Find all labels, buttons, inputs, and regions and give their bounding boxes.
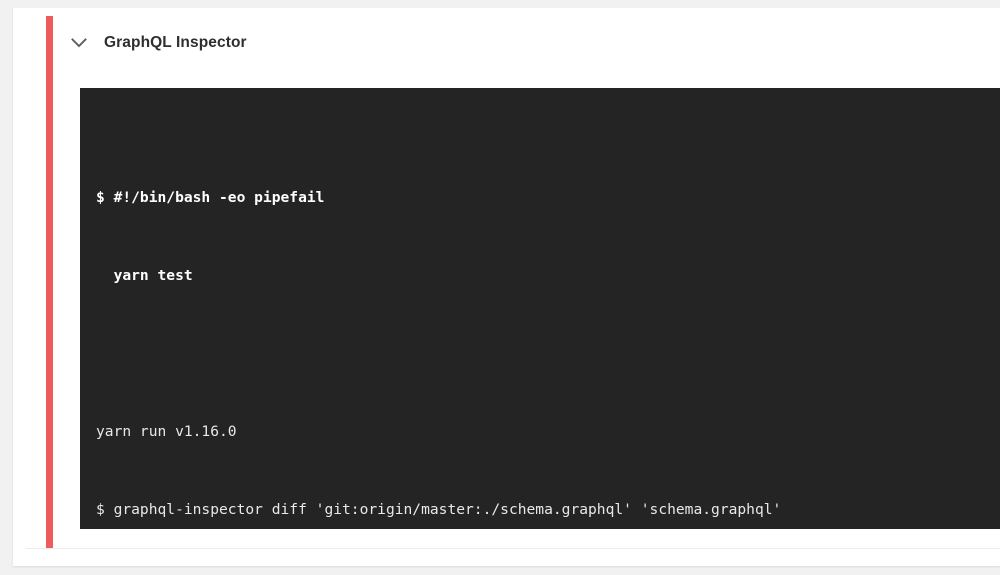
terminal-line-command-yarn-test: yarn test: [96, 267, 193, 284]
terminal-lines: $ #!/bin/bash -eo pipefail yarn test yar…: [80, 88, 1000, 529]
log-section-title: GraphQL Inspector: [104, 34, 247, 51]
log-section-header[interactable]: GraphQL Inspector: [66, 26, 247, 60]
terminal-line-yarn-version: yarn run v1.16.0: [96, 423, 237, 440]
terminal-line-command-shebang: $ #!/bin/bash -eo pipefail: [96, 189, 325, 206]
terminal-line-blank: [96, 341, 1000, 367]
terminal-output-panel[interactable]: $ #!/bin/bash -eo pipefail yarn test yar…: [80, 88, 1000, 529]
chevron-down-icon[interactable]: [66, 30, 92, 56]
failed-status-accent-bar: [46, 16, 53, 548]
build-log-card: GraphQL Inspector $ #!/bin/bash -eo pipe…: [13, 8, 1000, 566]
card-bottom-divider: [26, 548, 1000, 549]
terminal-line-inspector-diff-command: $ graphql-inspector diff 'git:origin/mas…: [96, 501, 782, 518]
